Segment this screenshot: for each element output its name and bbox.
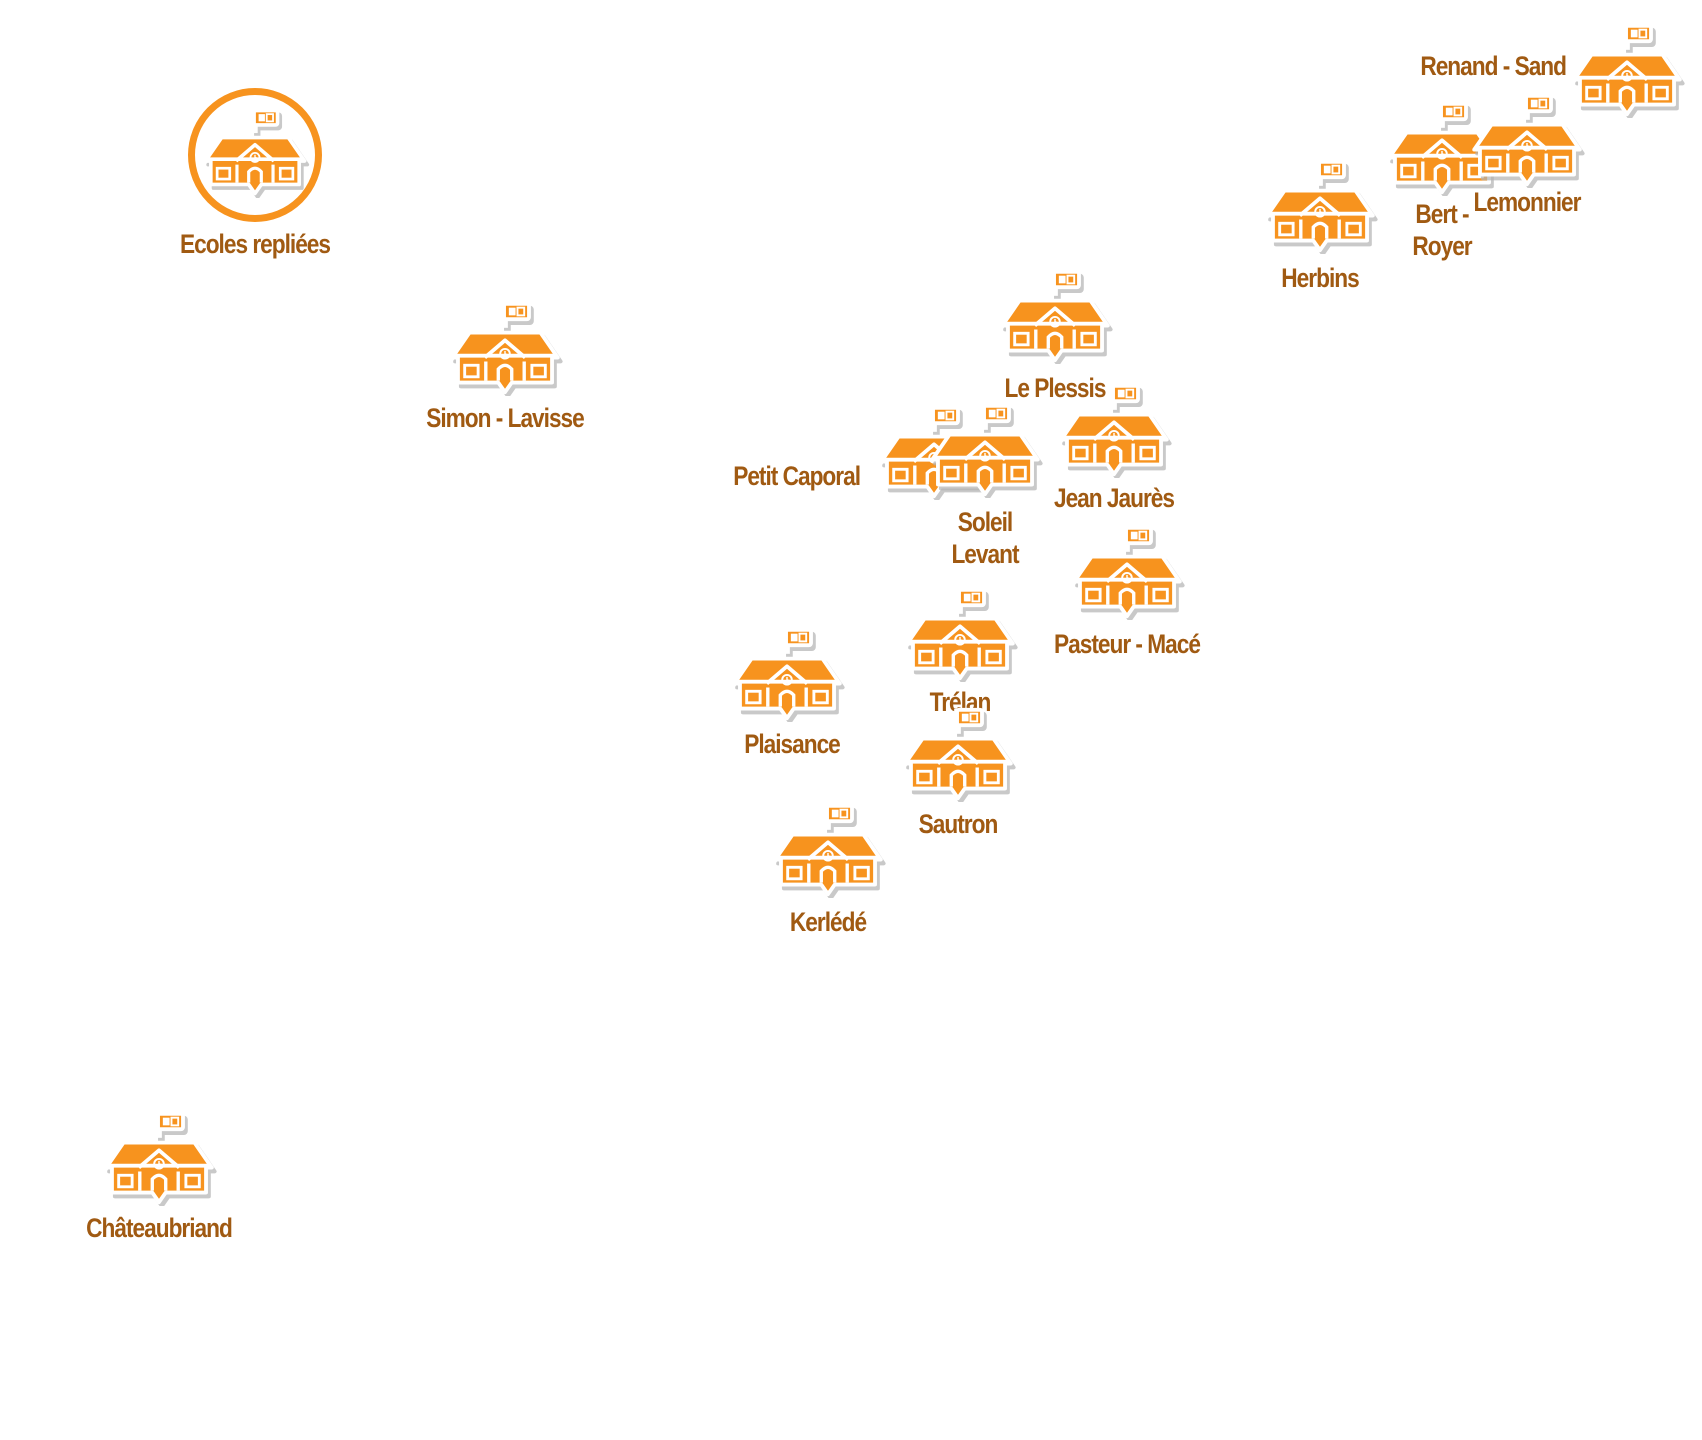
school-label: Petit Caporal	[733, 461, 861, 491]
school-marker-kerlede[interactable]	[769, 802, 887, 898]
school-building-icon	[1472, 93, 1585, 188]
school-marker-sautron[interactable]	[899, 706, 1017, 802]
school-marker-jean-jaures[interactable]	[1055, 382, 1173, 478]
label-line: Soleil	[957, 507, 1013, 537]
school-building-icon	[1000, 269, 1113, 364]
folded-schools-label: Ecoles repliées	[179, 229, 331, 259]
label-line: Levant	[951, 539, 1019, 569]
school-marker-trelan[interactable]	[901, 586, 1019, 682]
school-label-multiline: Soleil Levant	[935, 506, 1036, 570]
school-building-icon	[903, 707, 1016, 802]
school-building-icon	[104, 1111, 217, 1206]
school-building-icon	[1072, 525, 1185, 620]
school-label: Le Plessis	[1004, 373, 1107, 403]
school-marker-bert-royer[interactable]	[1383, 100, 1501, 196]
school-label: Simon - Lavisse	[426, 403, 585, 433]
school-label: Lemonnier	[1473, 187, 1582, 217]
school-label: Herbins	[1281, 263, 1359, 293]
school-building-icon	[1387, 101, 1500, 196]
school-marker-lemonnier[interactable]	[1468, 92, 1586, 188]
school-building-icon	[930, 403, 1043, 498]
school-marker-renand-sand[interactable]	[1568, 22, 1686, 118]
school-marker-simon-lavisse[interactable]	[446, 300, 564, 396]
folded-schools-marker[interactable]	[180, 86, 322, 226]
school-building-icon	[905, 587, 1018, 682]
school-building-icon	[450, 301, 563, 396]
school-building-icon	[732, 627, 845, 722]
school-building-icon	[1265, 159, 1378, 254]
school-label-multiline: Bert - Royer	[1392, 198, 1493, 262]
school-building-icon	[203, 108, 310, 198]
school-label: Kerlédé	[789, 907, 867, 937]
school-marker-herbins[interactable]	[1261, 158, 1379, 254]
school-marker-chateaubriand[interactable]	[100, 1110, 218, 1206]
school-label: Renand - Sand	[1420, 51, 1567, 81]
school-marker-soleil-levant[interactable]	[926, 402, 1044, 498]
school-building-icon	[1572, 23, 1685, 118]
school-building-icon	[773, 803, 886, 898]
school-label: Sautron	[918, 809, 999, 839]
label-line: Royer	[1412, 231, 1472, 261]
school-label: Jean Jaurès	[1053, 483, 1175, 513]
school-marker-le-plessis[interactable]	[996, 268, 1114, 364]
school-marker-plaisance[interactable]	[728, 626, 846, 722]
label-line: Bert -	[1415, 199, 1469, 229]
school-marker-pasteur-mace[interactable]	[1068, 524, 1186, 620]
school-label: Pasteur - Macé	[1053, 629, 1201, 659]
school-label: Plaisance	[744, 729, 841, 759]
school-building-icon	[1059, 383, 1172, 478]
school-label: Châteaubriand	[86, 1213, 233, 1243]
